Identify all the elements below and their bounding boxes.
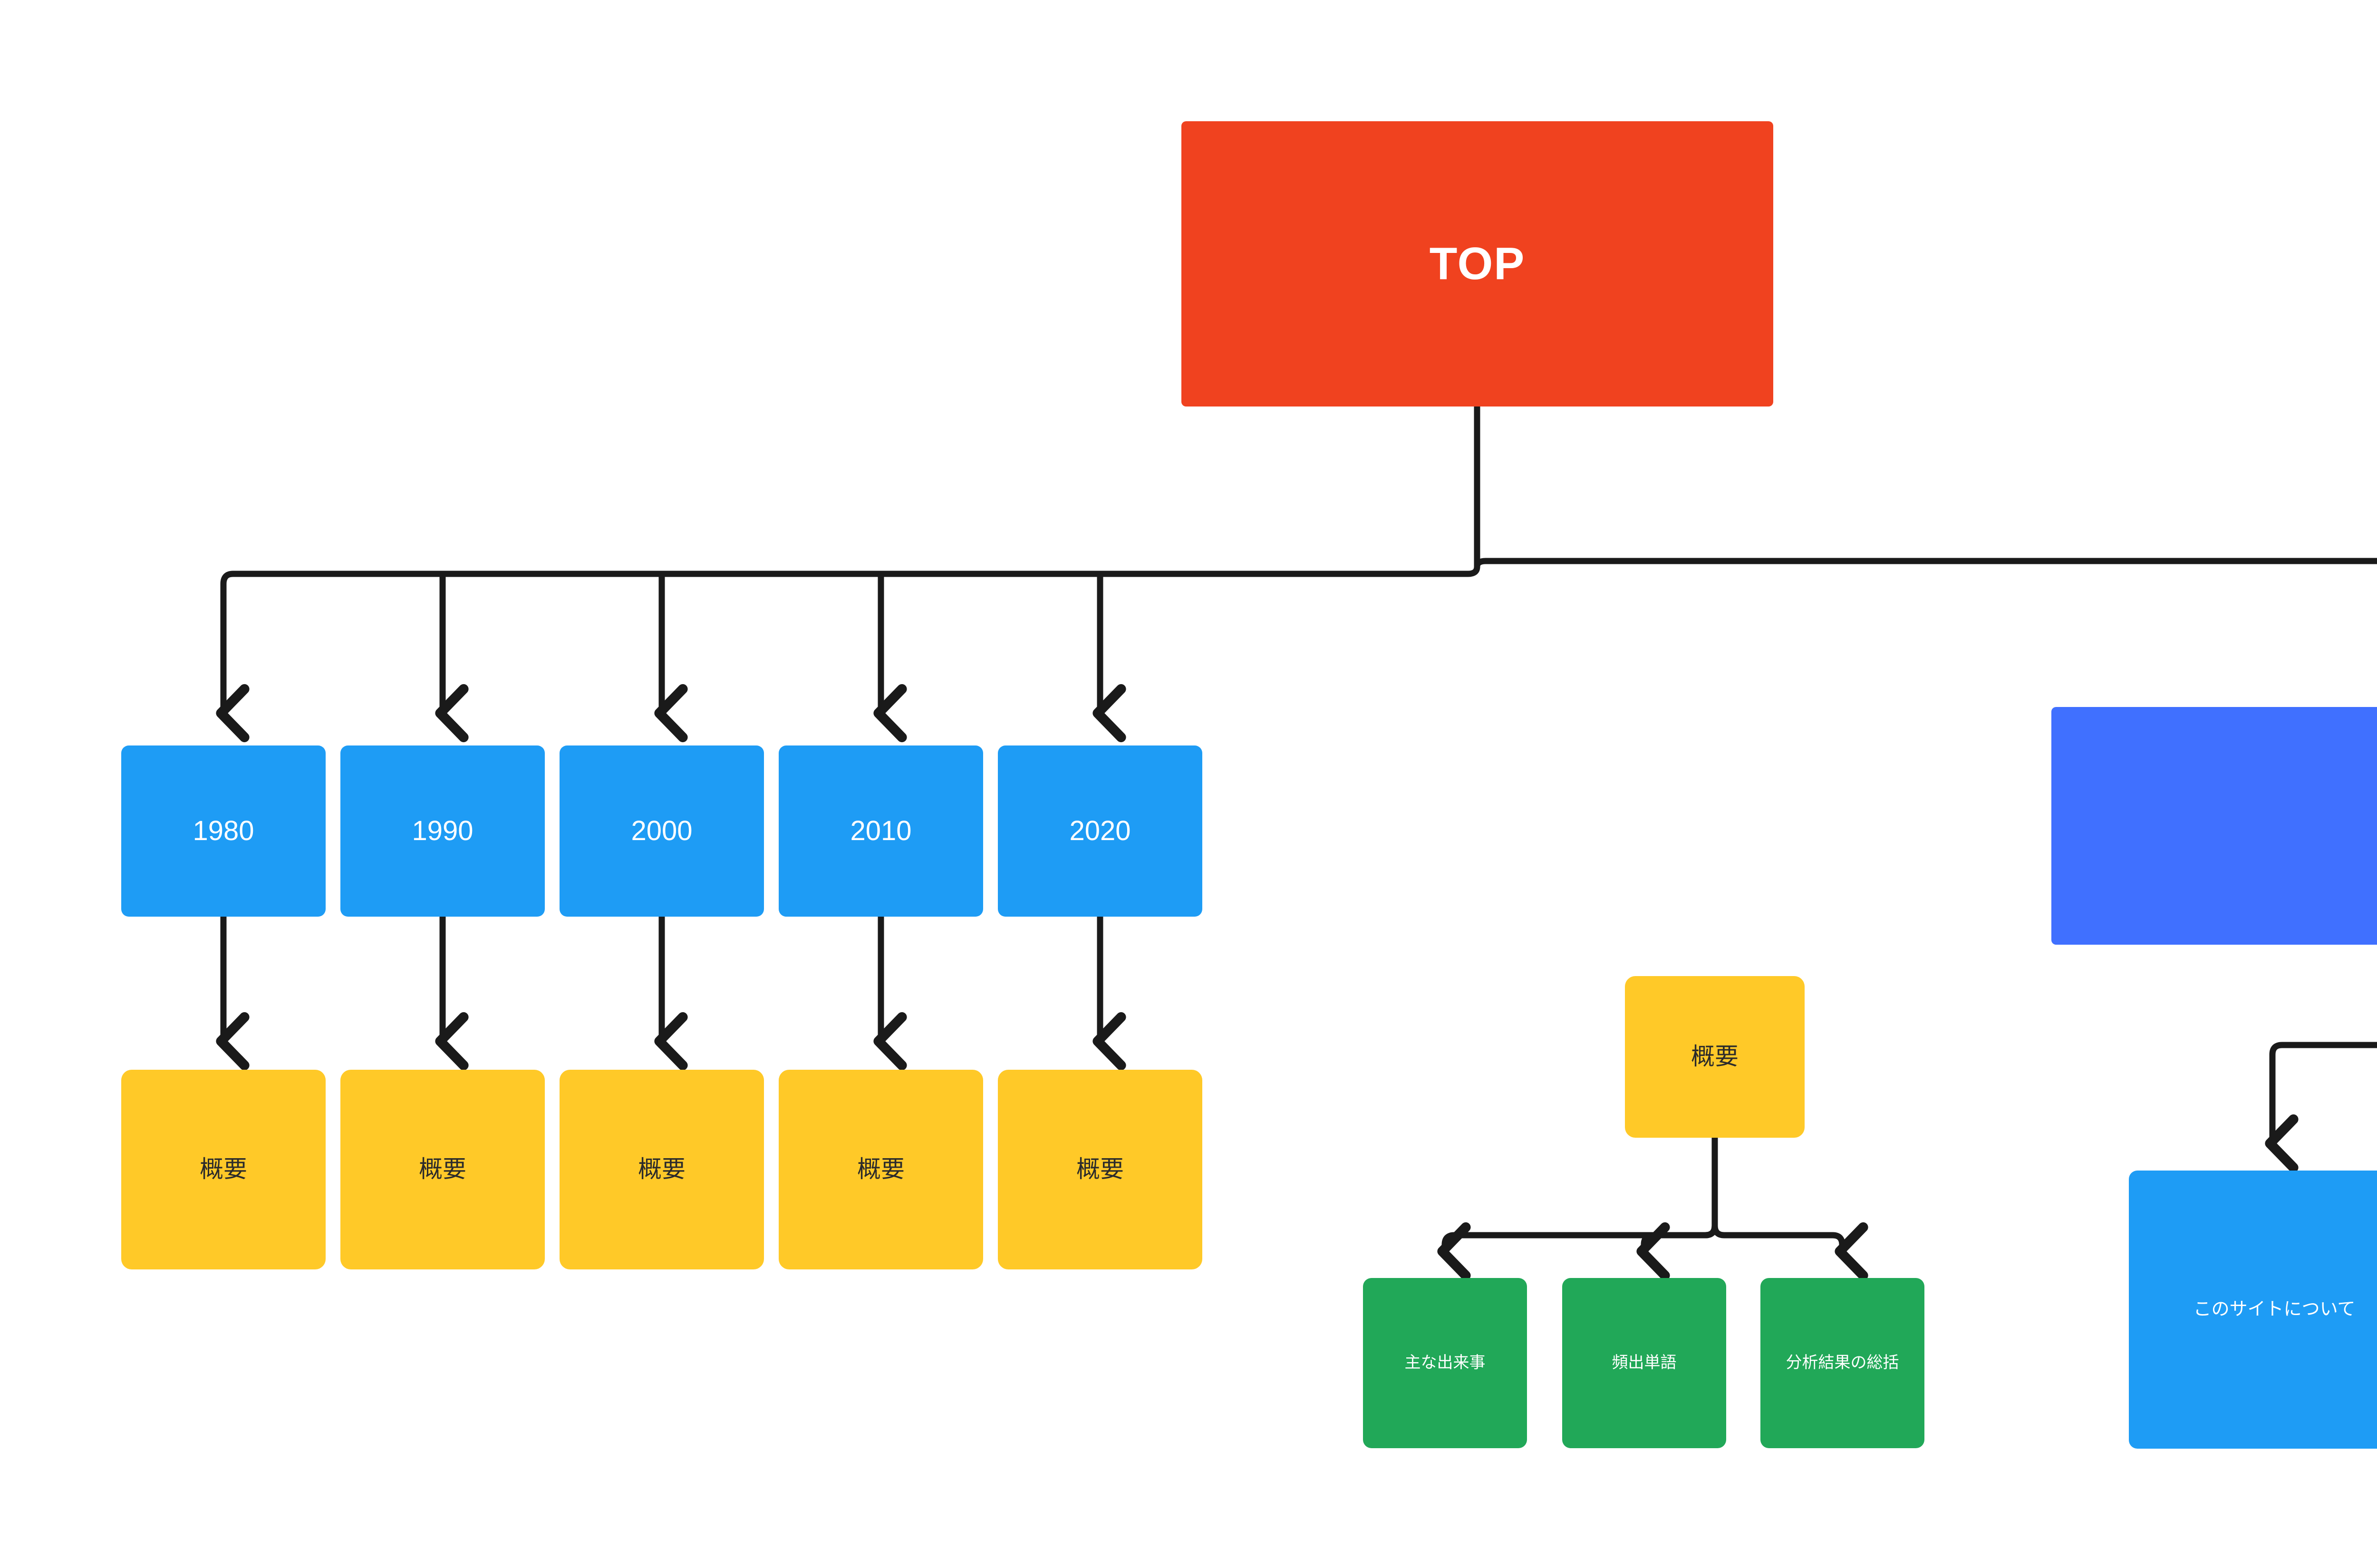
node-summary-1990-label: 概要	[419, 1156, 466, 1183]
node-decade-2000[interactable]: 2000	[560, 745, 764, 917]
node-frequent-words-label: 頻出単語	[1612, 1354, 1677, 1372]
node-analysis-summary-label: 分析結果の総括	[1786, 1354, 1899, 1372]
node-about-label: ABOUT	[2056, 800, 2377, 852]
edge-top-to-1980	[216, 563, 1480, 743]
node-main-events[interactable]: 主な出来事	[1363, 1278, 1527, 1448]
node-summary-1980-label: 概要	[200, 1156, 247, 1183]
node-summary-2010-label: 概要	[857, 1156, 905, 1183]
node-top[interactable]: TOP	[1181, 121, 1773, 407]
node-top-label: TOP	[1429, 238, 1526, 290]
edge-overview-to-words	[1636, 1134, 1718, 1281]
node-summary-1990[interactable]: 概要	[340, 1070, 545, 1269]
node-decade-1990-label: 1990	[412, 815, 473, 846]
node-decade-2010-label: 2010	[850, 815, 912, 846]
node-decade-2010[interactable]: 2010	[779, 745, 983, 917]
node-summary-2020-label: 概要	[1076, 1156, 1124, 1183]
node-summary-2020[interactable]: 概要	[998, 1070, 1202, 1269]
edge-about-to-site	[2265, 1042, 2377, 1173]
node-summary-2000[interactable]: 概要	[560, 1070, 764, 1269]
node-overview-label: 概要	[1691, 1043, 1739, 1070]
node-frequent-words[interactable]: 頻出単語	[1562, 1278, 1726, 1448]
node-about[interactable]: ABOUT	[2051, 707, 2377, 945]
node-summary-1980[interactable]: 概要	[121, 1070, 326, 1269]
node-main-events-label: 主な出来事	[1404, 1354, 1486, 1372]
node-decade-1980-label: 1980	[193, 815, 254, 846]
node-decade-2020[interactable]: 2020	[998, 745, 1202, 917]
node-about-this-site[interactable]: このサイトについて	[2129, 1171, 2377, 1449]
node-summary-2010[interactable]: 概要	[779, 1070, 983, 1269]
node-decade-2020-label: 2020	[1069, 815, 1131, 846]
node-about-this-site-label: このサイトについて	[2193, 1299, 2356, 1319]
node-overview[interactable]: 概要	[1625, 976, 1805, 1138]
edge-overview-to-summary	[1711, 1134, 1868, 1281]
node-decade-2000-label: 2000	[631, 815, 693, 846]
node-decade-1980[interactable]: 1980	[121, 745, 326, 917]
node-summary-2000-label: 概要	[638, 1156, 686, 1183]
edge-top-to-about	[1474, 558, 2377, 570]
node-analysis-summary[interactable]: 分析結果の総括	[1760, 1278, 1924, 1448]
node-decade-1990[interactable]: 1990	[340, 745, 545, 917]
edge-overview-to-events	[1437, 1134, 1718, 1281]
